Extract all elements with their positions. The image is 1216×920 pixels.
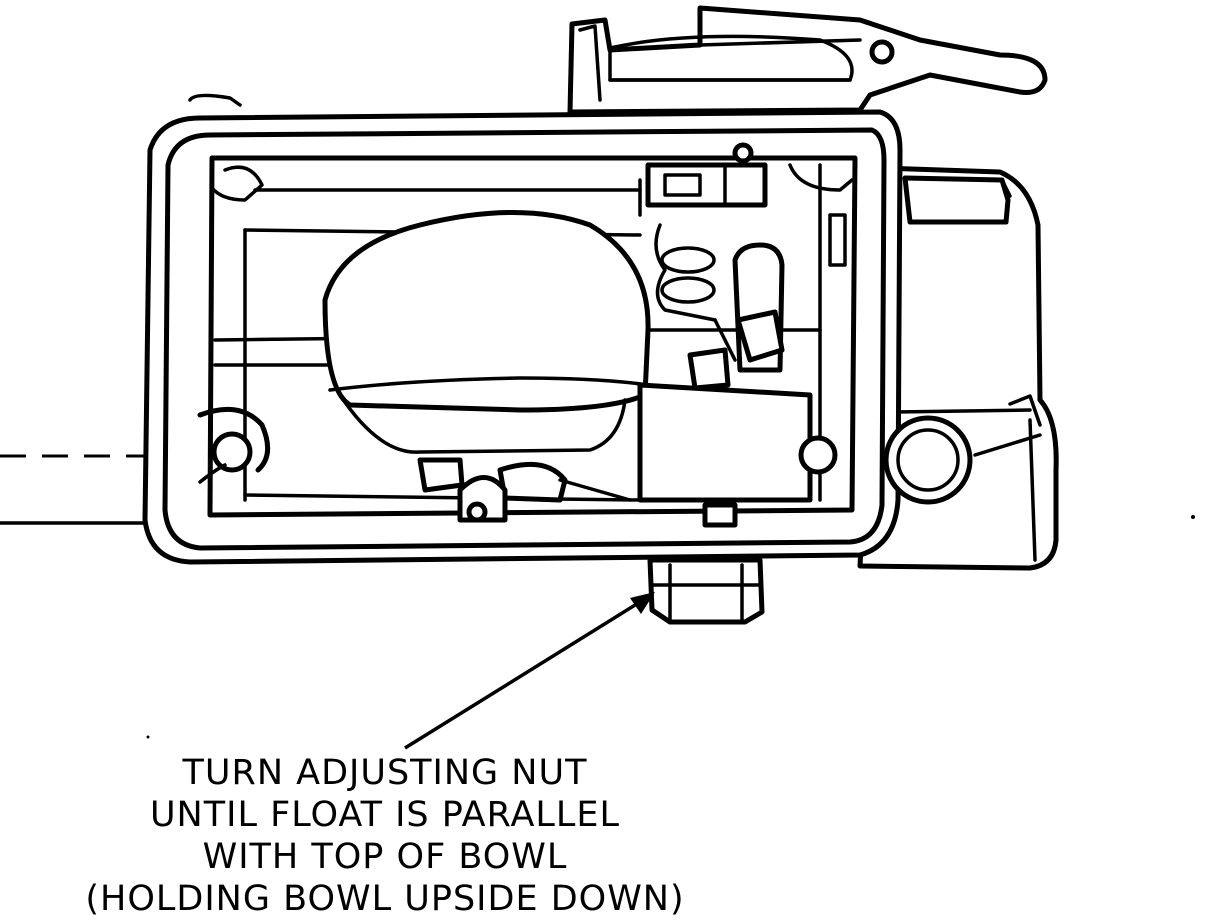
bowl-inner-cavity (207, 155, 858, 518)
float-arm-lower (243, 382, 838, 528)
callout-label: TURN ADJUSTING NUT UNTIL FLOAT IS PARALL… (60, 752, 710, 920)
float-hinge-and-spring (645, 142, 785, 391)
speck (1191, 515, 1195, 519)
bowl-retaining-clip (567, 5, 1048, 115)
callout-line: TURN ADJUSTING NUT (182, 753, 588, 793)
bowl-gasket-lip (162, 127, 887, 551)
callout-line: UNTIL FLOAT IS PARALLEL (149, 795, 621, 835)
float (322, 210, 651, 454)
callout-leader-arrow (404, 592, 655, 750)
pivot-screw (197, 406, 271, 484)
adjusting-nut (647, 557, 765, 625)
callout-line: (HOLDING BOWL UPSIDE DOWN) (85, 879, 685, 919)
speck (146, 735, 150, 739)
callout-line: WITH TOP OF BOWL (202, 837, 568, 877)
